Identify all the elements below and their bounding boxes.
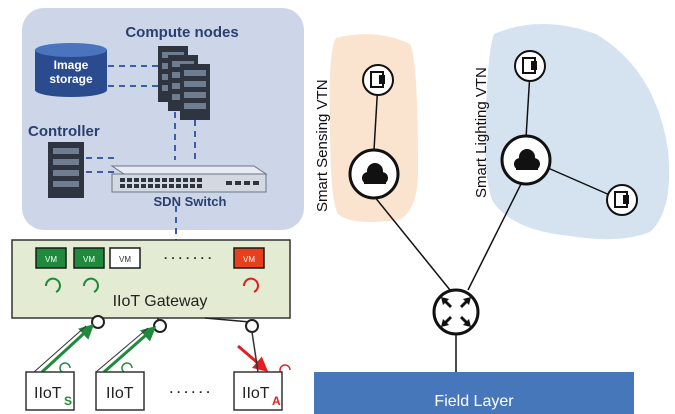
- vm-label: VM: [45, 255, 57, 264]
- iiot-device-subscript: S: [64, 394, 72, 408]
- device-wire: [251, 331, 259, 373]
- iiot-device-box: IIoT S: [25, 371, 75, 411]
- cloud-node-icon: [348, 148, 400, 200]
- vm-box: VM: [109, 247, 141, 269]
- vm-box: VM: [73, 247, 105, 269]
- iiot-device-subscript: A: [272, 394, 281, 408]
- field-layer-bar: [314, 372, 634, 414]
- device-node-icon: [606, 184, 638, 216]
- downlink-arrow: [237, 344, 269, 372]
- controller-label: Controller: [28, 123, 100, 140]
- image-storage-label-2: storage: [49, 72, 93, 86]
- device-links: [94, 317, 251, 324]
- vm-label: VM: [83, 255, 95, 264]
- device-node-icon: [362, 64, 394, 96]
- image-storage-icon: [35, 43, 107, 97]
- iiot-device-label: IIoT: [34, 385, 62, 402]
- device-wire: [95, 327, 149, 373]
- smart-sensing-vtn-label: Smart Sensing VTN: [314, 79, 331, 212]
- vm-box: VM: [233, 247, 265, 269]
- image-storage-label-1: Image: [54, 58, 89, 72]
- smart-lighting-vtn-region: [484, 24, 670, 240]
- device-wire: [33, 325, 87, 373]
- iiot-device-label: IIoT: [242, 385, 270, 402]
- sdn-switch-label: SDN Switch: [154, 194, 227, 209]
- link-ring-icon: [91, 315, 259, 333]
- vm-label: VM: [243, 255, 255, 264]
- iiot-device-label: IIoT: [106, 385, 134, 402]
- iiot-device-box: IIoT A: [233, 371, 283, 411]
- device-ellipsis: · · · · · ·: [170, 385, 211, 399]
- iiot-device-box: IIoT: [95, 371, 145, 411]
- cloud-dashed-links: [86, 65, 196, 240]
- gateway-title: IIoT Gateway: [113, 293, 208, 310]
- sdn-switch-icon: [110, 165, 268, 193]
- uplink-arrow: [40, 323, 95, 374]
- vm-ellipsis: · · · · · · ·: [164, 251, 212, 265]
- compute-nodes-label: Compute nodes: [125, 24, 238, 41]
- cloud-node-icon: [500, 134, 552, 186]
- uplink-arrow: [103, 326, 157, 374]
- vm-box: VM: [35, 247, 67, 269]
- vm-label: VM: [119, 255, 131, 264]
- field-layer-label: Field Layer: [434, 393, 514, 410]
- controller-server-icon: [48, 142, 84, 198]
- compute-node-server-icon: [180, 64, 210, 120]
- smart-lighting-vtn-label: Smart Lighting VTN: [473, 67, 490, 198]
- router-icon: [432, 288, 480, 336]
- device-node-icon: [514, 50, 546, 82]
- refresh-icon: [44, 277, 259, 293]
